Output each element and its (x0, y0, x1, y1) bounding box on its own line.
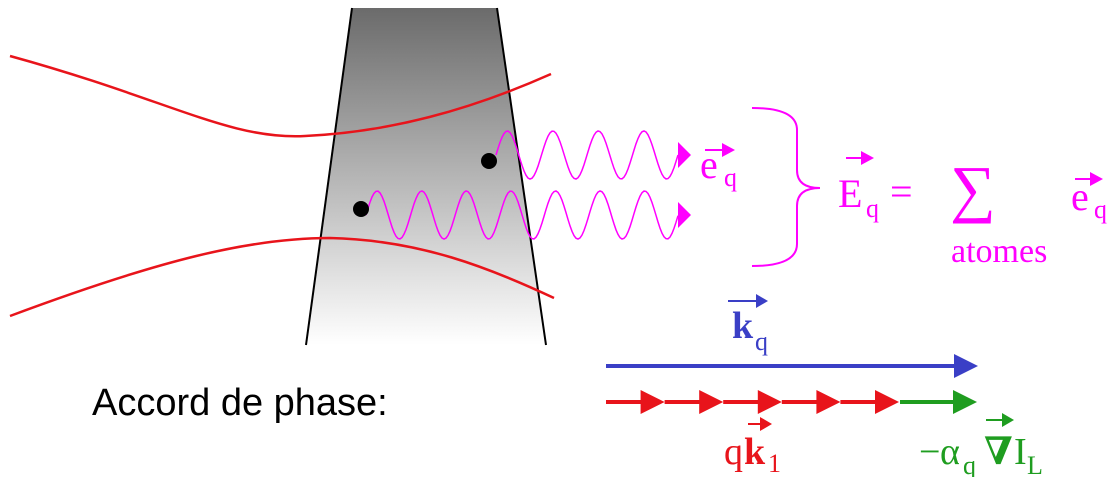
vector-arrow-head-kq (756, 294, 768, 308)
e-subscript: q (724, 163, 737, 192)
minus-sign: − (919, 431, 940, 473)
E-letter: E (838, 171, 862, 216)
e-letter: e (700, 142, 718, 187)
vector-arrow-head-sum-e (1090, 172, 1103, 186)
sum-e-subscript: q (1094, 195, 1107, 224)
phase-matching-title: Accord de phase: (92, 382, 388, 424)
dipole-phase-label: − α q ∇ I L (919, 413, 1043, 477)
atom-dot-lower (353, 201, 369, 217)
atom-dot-upper (481, 153, 497, 169)
sum-equation: E q = ∑ atomes e q (838, 151, 1107, 270)
alpha-symbol: α (940, 431, 960, 473)
k1-subscript: 1 (768, 449, 781, 477)
k1-arrowhead-3 (758, 390, 782, 414)
curly-brace (752, 108, 820, 266)
k1-arrowhead-1 (641, 390, 665, 414)
alpha-subscript: q (963, 451, 976, 477)
qk1-prefix: q (724, 431, 743, 473)
k1-arrowhead-4 (816, 390, 840, 414)
kq-vector-arrowhead (954, 354, 978, 378)
intensity-subscript: L (1027, 451, 1043, 477)
sum-e-letter: e (1071, 174, 1089, 219)
vector-arrow-head-nabla (1002, 413, 1014, 427)
harmonic-arrowhead-lower (678, 202, 691, 228)
kq-label: k q (728, 294, 768, 356)
E-subscript: q (866, 194, 879, 223)
vector-arrow-head-E (861, 151, 874, 165)
laser-photon-vector-chain (606, 390, 899, 414)
harmonic-arrowhead-upper (678, 142, 691, 168)
vector-arrow-head-k1 (760, 417, 772, 431)
gas-jet (306, 8, 546, 345)
sum-subscript-atomes: atomes (951, 233, 1047, 270)
k1-letter: k (744, 431, 766, 473)
harmonic-field-label: e q (700, 142, 737, 192)
intensity-symbol: I (1014, 431, 1027, 473)
k1-arrowhead-5 (875, 390, 899, 414)
k1-arrowhead-2 (699, 390, 723, 414)
equals-sign: = (890, 169, 913, 214)
kq-subscript: q (755, 327, 768, 356)
summation-symbol: ∑ (950, 153, 996, 224)
harmonic-wave-upper (496, 131, 678, 179)
nabla-symbol: ∇ (984, 431, 1013, 473)
dipole-gradient-arrowhead (953, 390, 977, 414)
vector-arrow-head-e (722, 143, 735, 157)
kq-letter: k (732, 305, 754, 347)
qk1-label: q k 1 (724, 417, 781, 477)
